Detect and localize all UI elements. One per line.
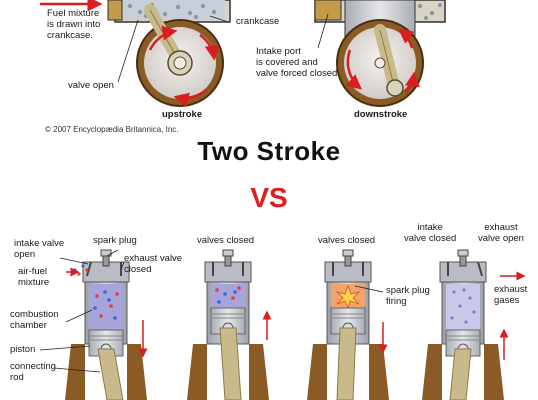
air-fuel-mixture-label: air-fuel mixture [18, 266, 50, 288]
intake-valve-open-label: intake valve open [14, 238, 65, 260]
four-stroke-power-engine [307, 249, 389, 400]
four-stroke-exhaust-engine [422, 249, 526, 400]
intake-port-label: Intake port is covered and valve forced … [256, 46, 340, 79]
four-stroke-leader-lines [39, 249, 384, 373]
connecting-rod-label: connecting rod [10, 361, 56, 383]
exhaust-gases-label: exhaust gases [494, 284, 528, 306]
upstroke-label: upstroke [162, 109, 203, 120]
copyright-notice: © 2007 Encyclopædia Britannica, Inc. [45, 125, 179, 134]
four-stroke-compression-engine [187, 249, 272, 400]
piston-label: piston [10, 344, 36, 355]
intake-valve-closed-label: intake valve closed [404, 222, 457, 244]
two-stroke-upstroke-engine [114, 0, 231, 108]
combustion-chamber-label: combustion chamber [10, 309, 59, 331]
valve-open-leader-line [117, 19, 139, 83]
crankcase-label: crankcase [236, 16, 280, 27]
spark-plug-firing-label: spark plug firing [386, 285, 430, 307]
downstroke-label: downstroke [354, 109, 408, 120]
valve-open-label: valve open [68, 80, 114, 91]
exhaust-valve-open-label: exhaust valve open [478, 222, 524, 244]
fuel-mixture-label: Fuel mixture is drawn into crankcase. [47, 8, 101, 41]
vs-label: VS [250, 182, 288, 213]
page-title: Two Stroke [197, 136, 341, 166]
two-stroke-downstroke-engine [314, 0, 446, 107]
crankcase-leader-line [209, 15, 229, 23]
intake-port-leader-line [317, 13, 329, 49]
valves-closed-compression-label: valves closed [197, 235, 255, 246]
two-stroke-intake-block [107, 0, 123, 21]
spark-plug-label: spark plug [93, 235, 137, 246]
four-stroke-intake-engine [65, 249, 148, 400]
exhaust-valve-closed-label: exhaust valve closed [124, 253, 183, 275]
valves-closed-power-label: valves closed [318, 235, 376, 246]
